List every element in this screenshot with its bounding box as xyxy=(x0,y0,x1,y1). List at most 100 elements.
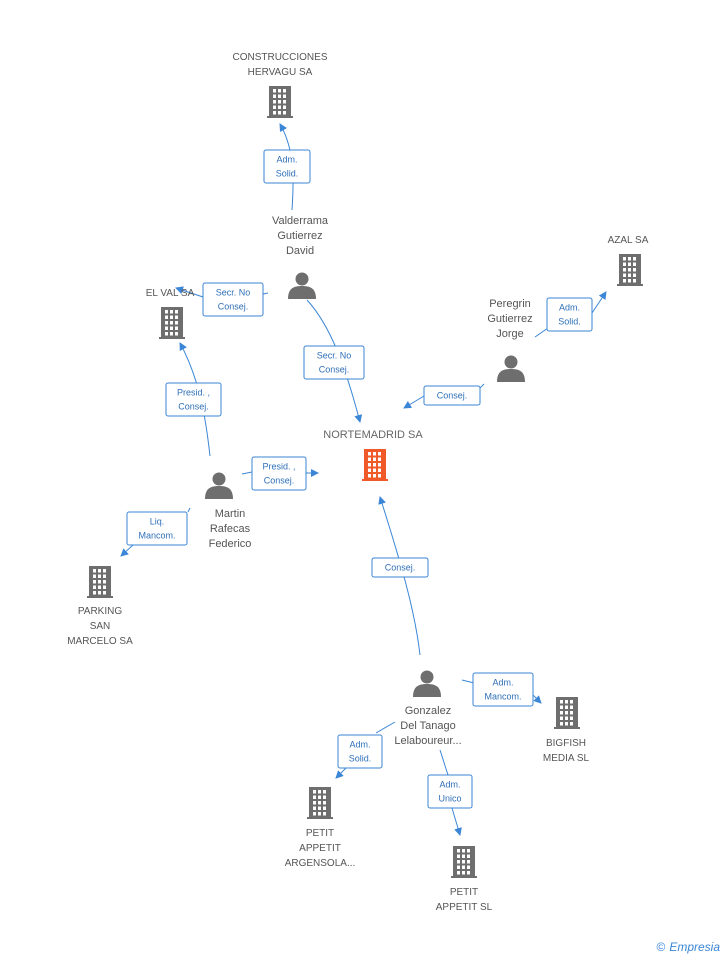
node-label: PETIT xyxy=(306,828,334,839)
edge-label-text: Consej. xyxy=(218,302,249,312)
node-parking[interactable]: PARKING SAN MARCELO SA xyxy=(67,566,133,647)
edge-line xyxy=(241,471,253,475)
edge-label-text: Unico xyxy=(438,794,461,804)
edge-valderrama-to-nortemadrid[interactable]: Secr. No Consej. xyxy=(303,299,365,423)
edge-line xyxy=(534,327,549,338)
building-icon xyxy=(87,566,113,598)
edge-label-text: Solid. xyxy=(558,317,581,327)
edge-label-box xyxy=(472,672,534,707)
edge-gonzalez-to-bigfish[interactable]: Adm. Mancom. xyxy=(461,672,542,707)
node-petit-argensola[interactable]: PETITAPPETITARGENSOLA... xyxy=(285,787,356,869)
edge-label-text: Consej. xyxy=(385,563,416,573)
edge-label-text: Liq. xyxy=(150,517,165,527)
edge-line xyxy=(187,507,191,513)
node-label: Rafecas xyxy=(210,523,251,535)
edge-gonzalez-to-petitargensola[interactable]: Adm.Solid. xyxy=(335,721,396,779)
node-label: Peregrin xyxy=(489,298,531,310)
building-icon xyxy=(159,307,185,339)
building-icon xyxy=(554,697,580,729)
node-label: Jorge xyxy=(496,328,524,340)
edge-label-text: Secr. No xyxy=(216,288,251,298)
node-label: Federico xyxy=(209,538,252,550)
node-label: NORTEMADRID SA xyxy=(323,429,423,441)
edge-label-box xyxy=(251,456,307,491)
edge-label-text: Mancom. xyxy=(484,692,521,702)
building-icon xyxy=(451,846,477,878)
edge-label-text: Consej. xyxy=(437,391,468,401)
footer-brand[interactable]: ©Empresia xyxy=(656,940,720,954)
edge-arrow-segment xyxy=(403,395,425,409)
node-label: CONSTRUCCIONES xyxy=(232,52,327,63)
edge-valderrama-to-construcciones[interactable]: Adm. Solid. xyxy=(263,123,311,211)
edge-label-text: Consej. xyxy=(319,365,350,375)
edge-arrow-segment xyxy=(451,807,462,836)
node-nortemadrid[interactable]: NORTEMADRID SA xyxy=(323,429,423,481)
edge-martin-to-nortemadrid[interactable]: Presid. ,Consej. xyxy=(241,456,319,491)
edge-line xyxy=(439,749,450,777)
edge-label-box xyxy=(371,557,429,578)
person-icon xyxy=(288,272,316,299)
edge-label-box xyxy=(423,385,481,406)
node-label: EL VAL SA xyxy=(146,288,195,299)
node-label: Del Tanago xyxy=(400,720,455,732)
edge-line xyxy=(375,721,396,734)
edge-line xyxy=(461,679,475,684)
node-label: Valderrama xyxy=(272,215,329,227)
edge-label-text: Solid. xyxy=(276,169,299,179)
edge-martin-to-parking[interactable]: Liq. Mancom. xyxy=(120,507,191,557)
node-label: BIGFISH xyxy=(546,738,586,749)
edge-gonzalez-to-petitsl[interactable]: Adm.Unico xyxy=(427,749,473,836)
edge-arrow-segment xyxy=(591,291,607,314)
edge-arrow-segment xyxy=(120,544,134,557)
node-el-val[interactable]: EL VAL SA xyxy=(146,288,195,339)
node-label: Gutierrez xyxy=(487,313,532,325)
edge-label-box xyxy=(202,282,264,317)
edge-line xyxy=(479,383,485,389)
edge-label-text: Presid. , xyxy=(177,388,210,398)
node-construcciones-hervagu[interactable]: CONSTRUCCIONES HERVAGU SA xyxy=(232,52,328,118)
node-label: PETIT xyxy=(450,887,478,898)
edge-valderrama-to-elval[interactable]: Secr. No Consej. xyxy=(175,282,269,317)
edge-peregrin-to-nortemadrid[interactable]: Consej. xyxy=(403,383,485,409)
edge-label-box xyxy=(303,345,365,380)
edge-label-box xyxy=(546,297,593,332)
person-icon xyxy=(497,355,525,382)
node-label: MARCELO SA xyxy=(67,636,133,647)
edge-gonzalez-to-nortemadrid[interactable]: Consej. xyxy=(371,496,429,656)
edge-label-box xyxy=(263,149,311,184)
node-label: PARKING xyxy=(78,606,122,617)
edge-label-box xyxy=(427,774,473,809)
node-azal[interactable]: AZAL SA xyxy=(608,235,649,286)
edge-label-text: Adm. xyxy=(276,155,297,165)
edge-label-box xyxy=(337,734,383,769)
edge-label-box xyxy=(126,511,188,546)
node-petit-appetit-sl[interactable]: PETIT APPETIT SL xyxy=(436,846,493,913)
copyright-symbol: © xyxy=(656,940,666,954)
edge-peregrin-to-azal[interactable]: Adm. Solid. xyxy=(534,291,607,338)
node-label: Lelaboureur... xyxy=(394,735,461,747)
edge-label-text: Adm. xyxy=(559,303,580,313)
node-label: HERVAGU SA xyxy=(248,67,313,78)
edge-martin-to-elval[interactable]: Presid. , Consej. xyxy=(165,342,222,457)
edge-label-box xyxy=(165,382,222,417)
edge-label-text: Adm. xyxy=(349,740,370,750)
edge-line xyxy=(378,496,421,656)
edge-label-text: Mancom. xyxy=(138,531,175,541)
edge-label-text: Secr. No xyxy=(317,351,352,361)
node-label: APPETIT SL xyxy=(436,902,493,913)
edge-label-text: Adm. xyxy=(492,678,513,688)
edge-arrow-segment xyxy=(175,286,204,298)
edge-arrow-segment xyxy=(335,767,347,779)
node-label: SAN xyxy=(90,621,111,632)
node-label: Gonzalez xyxy=(405,705,451,717)
edge-label-text: Consej. xyxy=(178,402,209,412)
person-icon xyxy=(413,670,441,697)
